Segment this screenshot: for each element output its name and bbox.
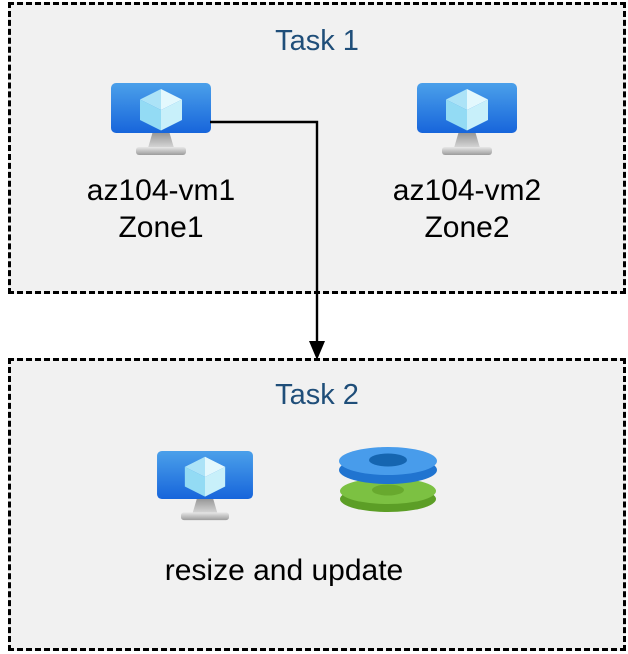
cube-face-left [184,466,205,497]
cube-face-top-right [467,89,488,110]
monitor-stand [192,497,218,514]
disk-blue-hole [369,453,407,467]
monitor-base [181,512,229,521]
vm2-node: az104-vm2 Zone2 [357,83,577,246]
task2-box: Task 2 resize and up [8,358,626,651]
vm1-node: az104-vm1 Zone1 [51,83,271,246]
monitor-stand [148,131,174,148]
arrow-line [210,120,319,343]
virtual-machine-icon [157,451,253,521]
cube-icon [446,89,488,131]
cube-face-top-left [140,89,161,110]
cube-face-right [467,99,488,131]
cube-face-top-left [184,456,205,477]
vm2-labels: az104-vm2 Zone2 [393,172,541,246]
cube-icon [184,456,226,497]
arrow-head [309,341,325,360]
virtual-machine-icon [417,83,517,155]
task2-title: Task 2 [275,379,359,411]
cube-face-right [161,99,182,131]
monitor-base [442,147,492,155]
vm2-zone-label: Zone2 [424,211,510,244]
task1-box: Task 1 az104-vm1 Zone1 [8,2,626,294]
monitor-base [136,147,186,155]
vm1-labels: az104-vm1 Zone1 [87,172,235,246]
task1-title: Task 1 [275,25,359,57]
flow-arrow-down-icon [210,120,325,360]
vm1-name-label: az104-vm1 [86,174,236,207]
disk-green-hole [372,484,404,496]
cube-face-left [446,99,467,131]
disk-green [340,478,436,512]
vm2-name-label: az104-vm2 [392,174,542,207]
cube-face-top-right [161,89,182,110]
cube-face-top-left [446,89,467,110]
vm1-zone-label: Zone1 [118,211,204,244]
cube-face-top-right [205,456,226,477]
virtual-machine-icon [111,83,211,155]
cube-face-right [205,466,226,497]
managed-disks-icon [339,447,437,512]
monitor-stand [454,131,480,148]
task2-caption: resize and update [164,554,404,587]
cube-face-left [140,99,161,131]
disk-blue [339,447,437,484]
cube-icon [140,89,182,131]
